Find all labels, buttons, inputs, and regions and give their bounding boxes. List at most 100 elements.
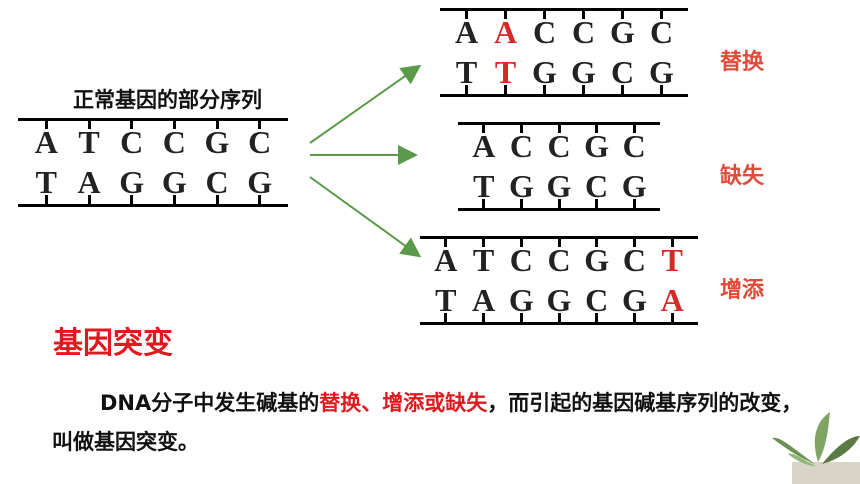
top-base: C <box>248 124 272 160</box>
top-base: A <box>34 124 58 160</box>
bottom-base: C <box>205 164 229 200</box>
arrow-to-insertion <box>309 176 422 258</box>
top-tick <box>482 124 486 133</box>
bottom-base: C <box>610 54 635 90</box>
top-base: G <box>584 128 610 164</box>
bottom-base: T <box>455 54 478 90</box>
bottom-tick <box>519 199 523 208</box>
substitution-label: 替换 <box>720 50 765 75</box>
top-backbone <box>18 118 288 121</box>
top-base: C <box>509 128 533 164</box>
top-tick <box>44 120 48 129</box>
bottom-base: G <box>508 168 534 204</box>
bottom-base: T <box>35 164 57 200</box>
top-base: T <box>78 124 100 160</box>
top-tick <box>660 10 663 19</box>
top-tick <box>258 120 262 129</box>
arrow-to-substitution <box>309 64 422 144</box>
bottom-tick <box>482 199 486 208</box>
section-heading: 基因突变 <box>53 326 173 361</box>
bottom-tick <box>543 85 546 94</box>
top-tick <box>557 124 561 133</box>
top-base: A <box>472 128 496 164</box>
bottom-tick <box>87 195 91 204</box>
definition-paragraph: DNA分子中发生碱基的替换、增添或缺失，而引起的基因碱基序列的改变，叫做基因突变… <box>52 384 812 462</box>
top-base: C <box>162 124 186 160</box>
bottom-tick <box>519 313 523 322</box>
bottom-base: C <box>585 168 609 204</box>
bottom-tick <box>444 313 448 322</box>
bottom-tick <box>557 313 561 322</box>
top-base: G <box>610 14 635 50</box>
bottom-base: G <box>546 168 572 204</box>
top-base: C <box>547 242 571 278</box>
bottom-tick <box>258 195 262 204</box>
bottom-tick <box>660 85 663 94</box>
bottom-backbone <box>458 208 660 211</box>
top-base: C <box>622 242 646 278</box>
bottom-tick <box>670 313 674 322</box>
top-backbone <box>420 236 698 239</box>
paragraph-part2: ，而引起的基因碱基序列的改变，叫做基因突变。 <box>52 391 803 454</box>
top-base: G <box>584 242 610 278</box>
bottom-base: T <box>435 282 457 318</box>
top-tick <box>465 10 468 19</box>
insertion-label: 增添 <box>720 278 765 303</box>
top-tick <box>632 238 636 247</box>
top-tick <box>87 120 91 129</box>
bottom-base: A <box>660 282 684 318</box>
top-tick <box>632 124 636 133</box>
bottom-tick <box>632 313 636 322</box>
bottom-base: G <box>649 54 674 90</box>
top-tick <box>130 120 134 129</box>
top-tick <box>670 238 674 247</box>
bottom-base: G <box>247 164 273 200</box>
top-base: C <box>120 124 144 160</box>
top-tick <box>519 238 523 247</box>
paragraph-highlight: 替换、增添或缺失 <box>319 391 488 415</box>
bottom-tick <box>172 195 176 204</box>
top-base: A <box>454 14 479 50</box>
bottom-tick <box>44 195 48 204</box>
bottom-base: G <box>571 54 596 90</box>
top-tick <box>519 124 523 133</box>
top-base: C <box>532 14 557 50</box>
top-tick <box>582 10 585 19</box>
top-tick <box>595 238 599 247</box>
top-tick <box>444 238 448 247</box>
top-tick <box>172 120 176 129</box>
bottom-base: A <box>77 164 101 200</box>
bottom-base: G <box>532 54 557 90</box>
bottom-base: A <box>472 282 496 318</box>
bottom-base: T <box>494 54 517 90</box>
top-tick <box>215 120 219 129</box>
bottom-tick <box>504 85 507 94</box>
normal-gene-caption: 正常基因的部分序列 <box>73 88 262 112</box>
top-base: A <box>434 242 458 278</box>
bottom-base: C <box>585 282 609 318</box>
bottom-tick <box>215 195 219 204</box>
top-base: T <box>661 242 683 278</box>
top-tick <box>621 10 624 19</box>
top-backbone <box>458 122 660 125</box>
bottom-tick <box>632 199 636 208</box>
bottom-backbone <box>420 322 698 325</box>
top-tick <box>595 124 599 133</box>
bottom-tick <box>482 313 486 322</box>
top-base: G <box>204 124 230 160</box>
bottom-base: G <box>621 168 647 204</box>
top-backbone <box>440 8 688 11</box>
bottom-base: G <box>161 164 187 200</box>
bottom-base: G <box>546 282 572 318</box>
bottom-tick <box>595 199 599 208</box>
top-base: C <box>509 242 533 278</box>
top-tick <box>557 238 561 247</box>
top-tick <box>543 10 546 19</box>
plant-decoration-icon <box>772 412 860 484</box>
bottom-tick <box>130 195 134 204</box>
bottom-tick <box>621 85 624 94</box>
